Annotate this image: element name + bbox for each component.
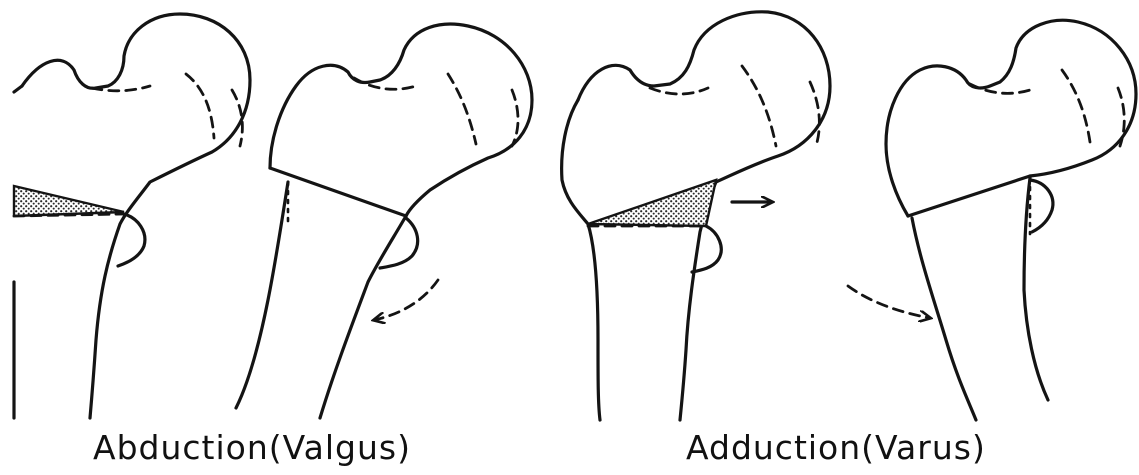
wedge-removed xyxy=(588,180,716,226)
caption-abduction-valgus: Abduction(Valgus) xyxy=(93,428,411,467)
femur-adduction-preop xyxy=(562,12,830,420)
rotation-arrow xyxy=(374,280,438,320)
wedge-removed xyxy=(14,186,124,216)
rotation-arrow xyxy=(848,286,930,318)
femur-abduction-preop xyxy=(14,14,250,418)
caption-adduction-varus: Adduction(Varus) xyxy=(686,428,986,467)
femur-abduction-postop xyxy=(236,24,532,418)
femur-adduction-postop xyxy=(848,20,1136,420)
